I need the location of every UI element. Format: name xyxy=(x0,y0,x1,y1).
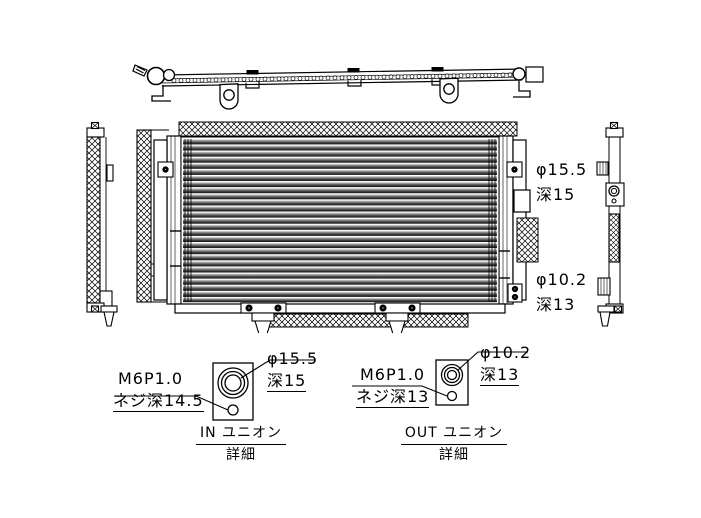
condenser-front-view xyxy=(153,121,539,333)
left-side-view-outer xyxy=(86,121,118,327)
outlet-diameter-callout: φ10.2 xyxy=(536,270,588,289)
out-detail-thread-label: M6P1.0 xyxy=(360,365,426,384)
in-union-detail-title: IN ユニオン xyxy=(196,425,286,445)
out-union-detail-title: OUT ユニオン xyxy=(401,425,507,445)
out-detail-bore-diameter-label: φ10.2 xyxy=(480,343,532,362)
in-detail-bore-depth-label: 深15 xyxy=(267,371,307,392)
inlet-depth-callout: 深15 xyxy=(536,185,576,204)
in-detail-bore-diameter-label: φ15.5 xyxy=(267,349,319,368)
in-union-detail-graphic xyxy=(114,359,315,421)
right-side-view xyxy=(596,121,625,327)
out-union-detail-subtitle: 詳細 xyxy=(439,447,469,463)
in-detail-thread-depth-label: ネジ深14.5 xyxy=(113,391,204,412)
in-detail-thread-label: M6P1.0 xyxy=(118,369,184,388)
inlet-diameter-callout: φ15.5 xyxy=(536,160,588,179)
out-detail-thread-depth-label: ネジ深13 xyxy=(356,387,430,408)
out-union-detail-graphic xyxy=(352,351,528,406)
outlet-depth-callout: 深13 xyxy=(536,295,576,314)
top-bracket-assembly xyxy=(132,64,544,110)
in-union-detail-subtitle: 詳細 xyxy=(226,447,256,463)
out-detail-bore-depth-label: 深13 xyxy=(480,365,520,386)
